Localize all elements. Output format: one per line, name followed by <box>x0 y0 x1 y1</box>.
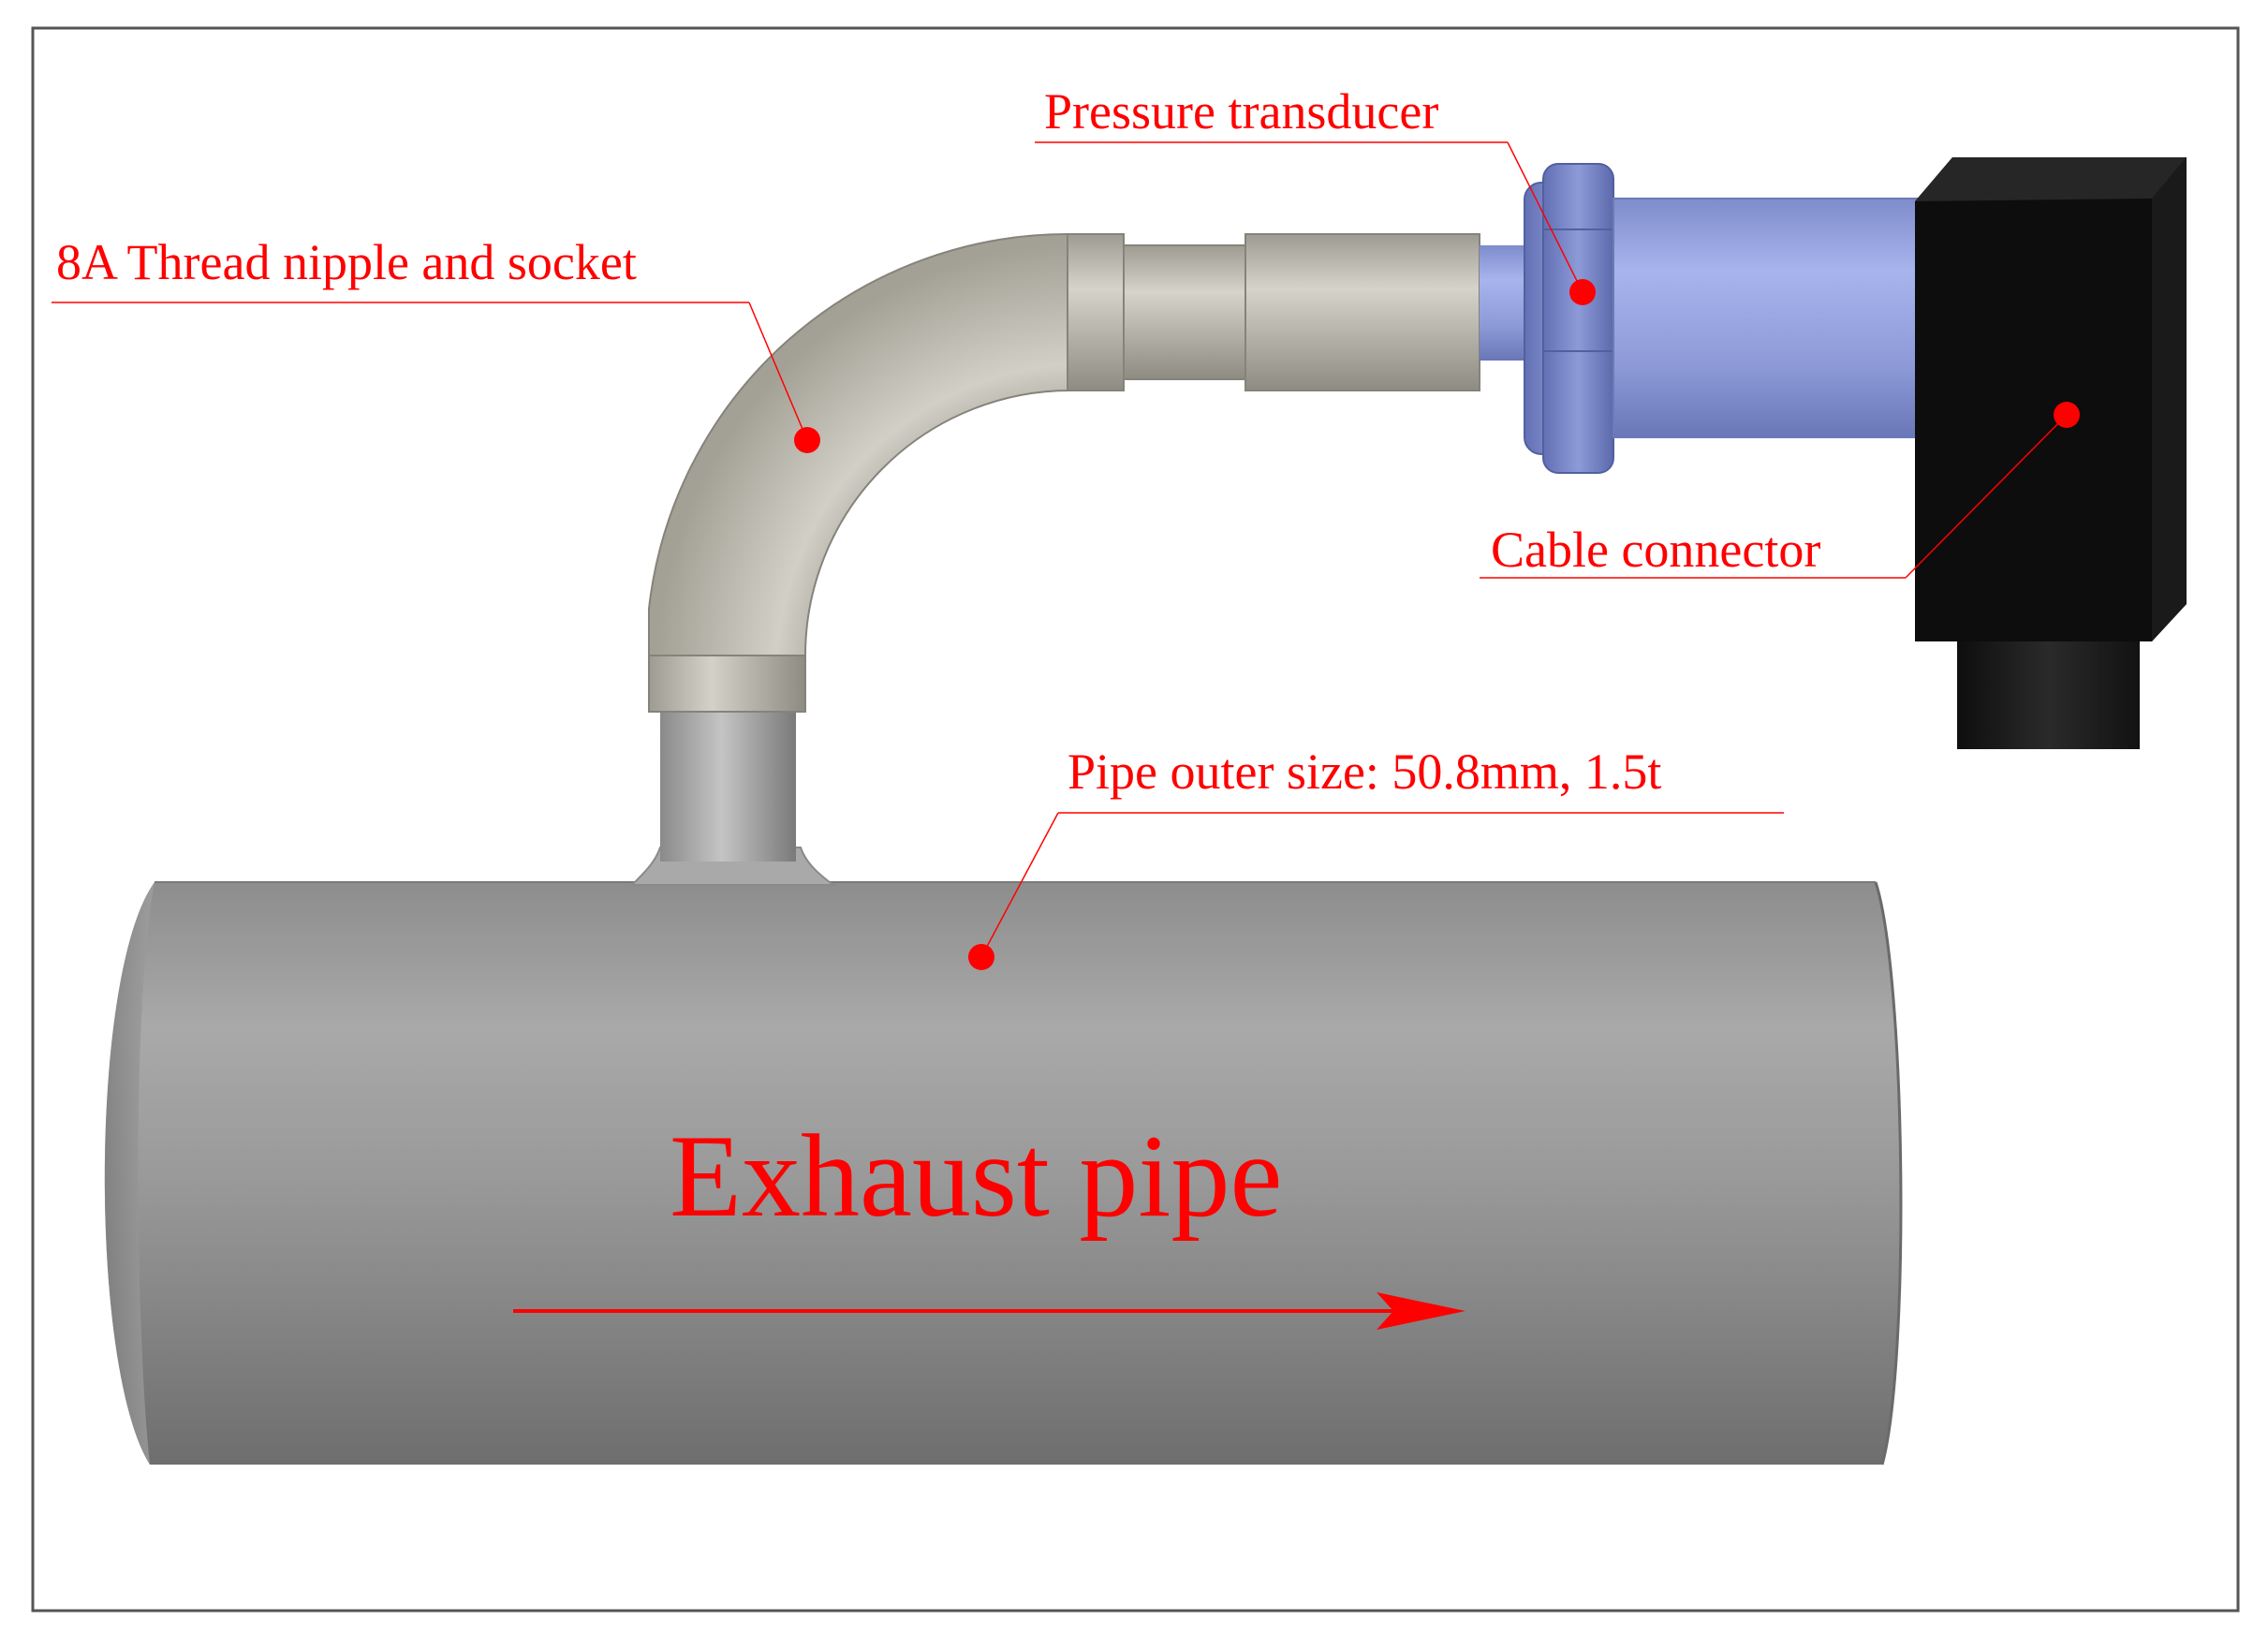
elbow-socket <box>1067 233 1125 391</box>
callout-pressure-transducer: Pressure transducer <box>1035 83 1596 305</box>
elbow-collar <box>648 645 806 713</box>
label-thread-nipple-socket: 8A Thread nipple and socket <box>56 234 637 290</box>
pipe-stub <box>660 707 796 862</box>
thread-socket <box>1244 233 1480 391</box>
callout-cable-connector: Cable connector <box>1480 402 2080 579</box>
red-dot-icon <box>968 944 994 970</box>
label-pressure-transducer: Pressure transducer <box>1044 83 1438 140</box>
red-dot-icon <box>2054 402 2080 428</box>
callout-thread-nipple-socket: 8A Thread nipple and socket <box>52 234 820 453</box>
label-cable-connector: Cable connector <box>1491 522 1820 578</box>
cable-connector <box>1915 157 2187 749</box>
thread-nipple <box>1123 244 1246 380</box>
red-dot-icon <box>1569 279 1596 305</box>
arrow-right-icon <box>513 1292 1465 1330</box>
elbow-bend <box>648 232 1071 656</box>
red-dot-icon <box>794 427 820 453</box>
label-pipe-outer-size: Pipe outer size: 50.8mm, 1.5t <box>1068 744 1661 800</box>
callout-pipe-outer-size: Pipe outer size: 50.8mm, 1.5t <box>968 744 1784 970</box>
exhaust-pipe <box>104 881 1903 1466</box>
transducer-body <box>1613 198 1947 438</box>
label-exhaust-pipe: Exhaust pipe <box>670 1112 1282 1242</box>
hex-nut <box>1524 163 1614 474</box>
